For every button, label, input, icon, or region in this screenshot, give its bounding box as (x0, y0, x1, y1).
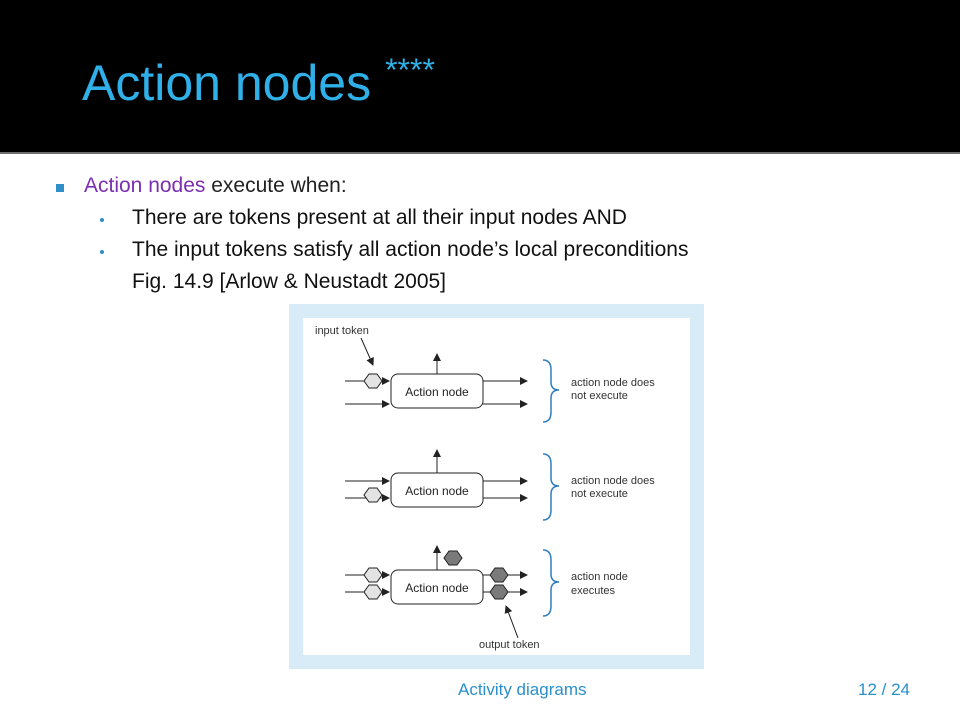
output-token-label: output token (479, 639, 540, 651)
sub-bullet-1: There are tokens present at all their in… (100, 206, 627, 230)
dot-bullet-icon (100, 218, 104, 222)
title-bar: Action nodes **** (0, 0, 960, 152)
square-bullet-icon (56, 184, 64, 192)
figure-canvas: input token Action node action node does… (303, 318, 690, 655)
group-caption-line1: action node (571, 571, 628, 583)
footer-title: Activity diagrams (458, 680, 587, 699)
output-token-icon (489, 584, 509, 600)
bullet-main-rest: execute when: (205, 174, 347, 197)
group-caption-line1: action node does (571, 377, 655, 389)
bullet-main: Action nodes execute when: (56, 174, 347, 198)
input-token-pointer (360, 337, 374, 366)
sub-bullet-1-text: There are tokens present at all their in… (132, 206, 627, 229)
group-caption-line2: executes (571, 585, 616, 597)
diagram-row-1: Action node action node does not execute (345, 353, 655, 423)
dot-bullet-icon (100, 250, 104, 254)
bullet-main-text: Action nodes execute when: (84, 174, 347, 197)
slide-title: Action nodes **** (82, 54, 435, 111)
action-node-diagram: input token Action node action node does… (315, 325, 655, 651)
figure-citation: Fig. 14.9 [Arlow & Neustadt 2005] (132, 270, 447, 293)
group-brace (542, 453, 560, 521)
page-number: 12 / 24 (858, 680, 910, 699)
slide-footer: Activity diagrams 12 / 24 (0, 680, 960, 704)
group-caption-line2: not execute (571, 488, 628, 500)
input-token-icon (363, 487, 383, 503)
output-token-pointer (504, 605, 519, 639)
title-stars: **** (385, 52, 435, 88)
action-node-label: Action node (405, 581, 469, 595)
diagram-row-2: Action node action node does not execute (345, 449, 655, 521)
group-caption-line2: not execute (571, 390, 628, 402)
header-divider (0, 152, 960, 154)
slide-title-text: Action nodes (82, 55, 372, 111)
output-token-icon (489, 567, 509, 583)
sub-bullet-2: The input tokens satisfy all action node… (100, 238, 688, 262)
input-token-icon (363, 567, 383, 583)
bullet-main-accent: Action nodes (84, 174, 206, 197)
group-caption-line1: action node does (571, 475, 655, 487)
group-brace (542, 549, 560, 617)
figure-frame: input token Action node action node does… (289, 304, 704, 669)
input-token-icon (363, 584, 383, 600)
input-token-icon (363, 373, 383, 389)
sub-bullet-2-text: The input tokens satisfy all action node… (132, 238, 689, 261)
group-brace (542, 359, 560, 423)
diagram-row-3: Action node action node executes (345, 545, 628, 617)
input-token-label: input token (315, 325, 369, 337)
action-node-label: Action node (405, 484, 469, 498)
action-node-label: Action node (405, 385, 469, 399)
output-token-icon (443, 550, 463, 566)
